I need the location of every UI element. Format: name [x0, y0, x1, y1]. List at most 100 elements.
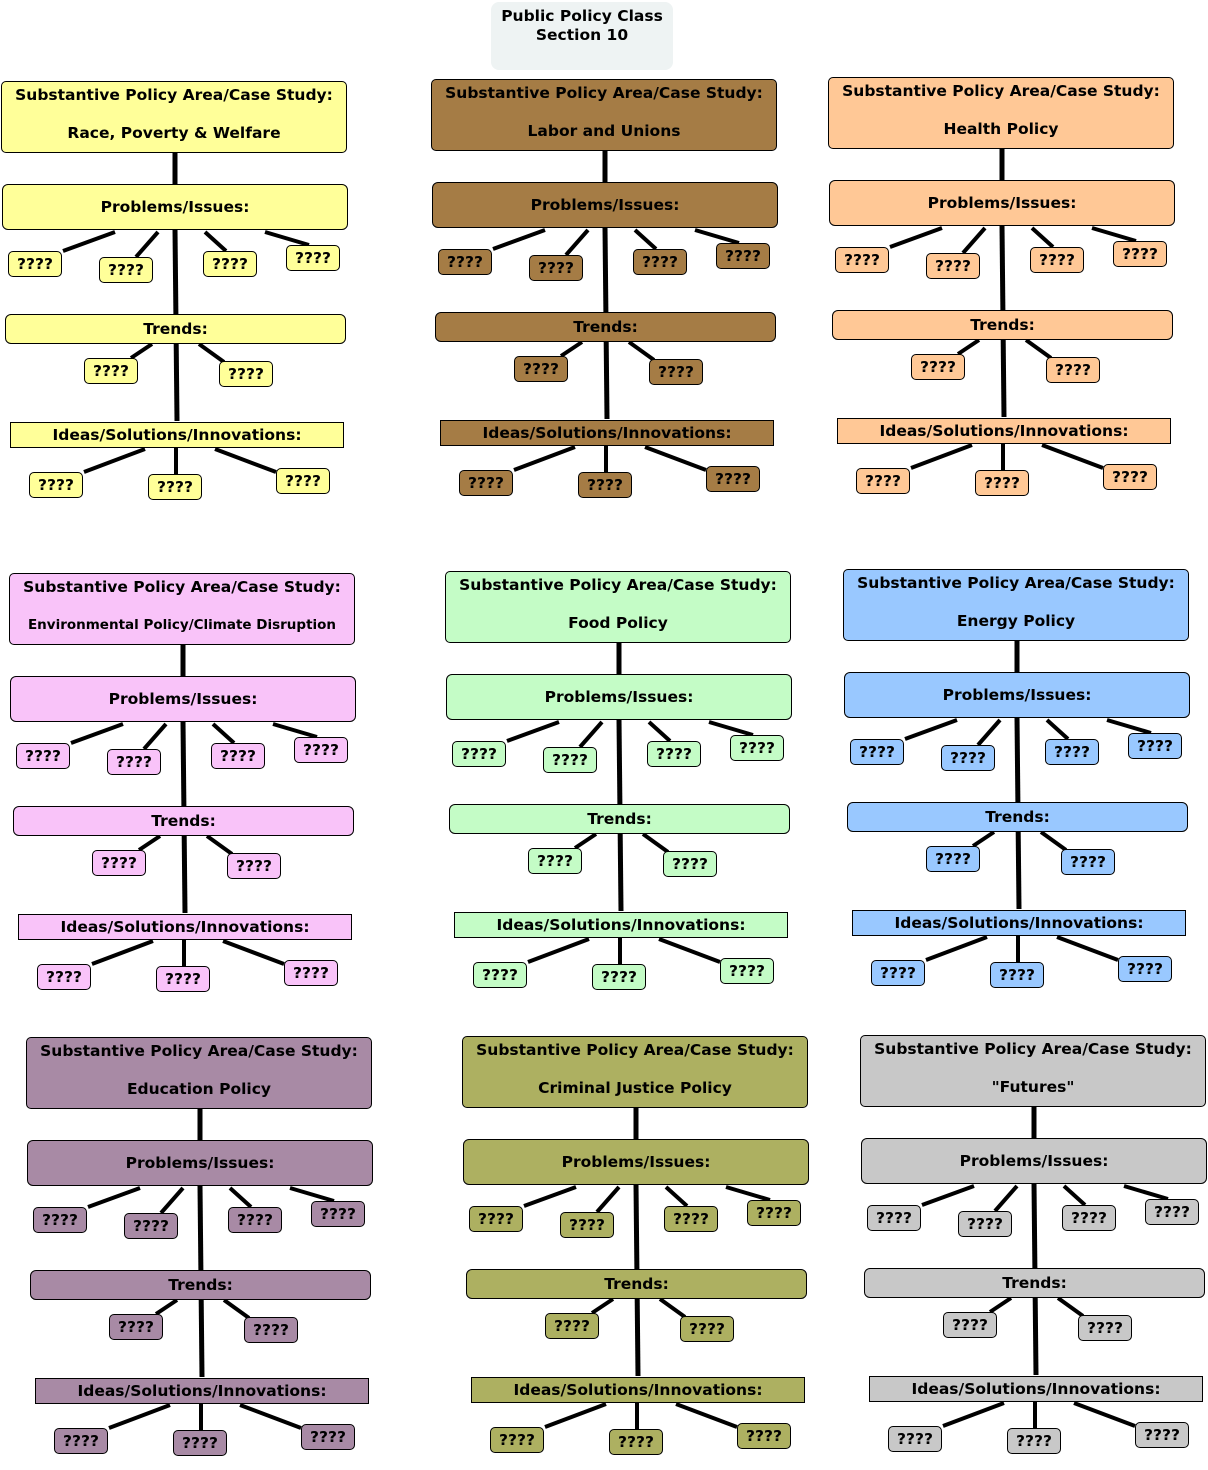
- placeholder-text: ????: [538, 259, 574, 277]
- placeholder-text: ????: [461, 745, 497, 763]
- trends-bar: Trends:: [449, 804, 790, 834]
- connector-trend-item: [627, 340, 656, 362]
- problem-item: ????: [633, 249, 687, 275]
- connector-problem-item: [921, 1184, 975, 1207]
- placeholder-text: ????: [967, 1215, 1003, 1233]
- problem-item: ????: [867, 1205, 921, 1231]
- trend-item: ????: [663, 851, 717, 877]
- connector-problem-item: [708, 720, 754, 737]
- placeholder-text: ????: [880, 964, 916, 982]
- trend-item: ????: [219, 361, 273, 387]
- problem-item: ????: [958, 1211, 1012, 1237]
- connector-idea-item: [544, 1402, 607, 1429]
- connector-problem-item: [70, 722, 124, 745]
- idea-item: ????: [490, 1427, 544, 1453]
- case-study-heading: Substantive Policy Area/Case Study:Labor…: [431, 79, 777, 151]
- placeholder-text: ????: [729, 962, 765, 980]
- placeholder-text: ????: [920, 358, 956, 376]
- connector-problem-item: [523, 1185, 577, 1208]
- ideas-label: Ideas/Solutions/Innovations:: [911, 1380, 1161, 1398]
- placeholder-text: ????: [1144, 1426, 1180, 1444]
- connector-idea-item: [675, 1402, 738, 1429]
- idea-item: ????: [29, 472, 83, 498]
- problem-item: ????: [311, 1201, 365, 1227]
- page-title: Public Policy Class Section 10: [491, 2, 673, 70]
- trends-label: Trends:: [151, 812, 216, 830]
- placeholder-text: ????: [220, 747, 256, 765]
- connector-problem-item: [1091, 226, 1137, 243]
- ideas-label: Ideas/Solutions/Innovations:: [77, 1382, 327, 1400]
- connector-problem-item: [264, 230, 310, 247]
- idea-item: ????: [737, 1423, 791, 1449]
- case-study-name: Labor and Unions: [527, 122, 681, 140]
- placeholder-text: ????: [897, 1430, 933, 1448]
- connector-idea-item: [91, 939, 154, 966]
- placeholder-text: ????: [1071, 1209, 1107, 1227]
- trends-bar: Trends:: [864, 1268, 1205, 1298]
- trends-bar: Trends:: [832, 310, 1173, 340]
- problems-label: Problems/Issues:: [927, 194, 1077, 212]
- placeholder-text: ????: [569, 1216, 605, 1234]
- ideas-solutions-bar: Ideas/Solutions/Innovations:: [837, 418, 1171, 444]
- case-study-name: Health Policy: [943, 120, 1059, 138]
- problem-item: ????: [452, 741, 506, 767]
- idea-item: ????: [975, 470, 1029, 496]
- ideas-solutions-bar: Ideas/Solutions/Innovations:: [869, 1376, 1203, 1402]
- problem-item: ????: [647, 741, 701, 767]
- trends-label: Trends:: [604, 1275, 669, 1293]
- problem-item: ????: [850, 739, 904, 765]
- problems-label: Problems/Issues:: [544, 688, 694, 706]
- placeholder-text: ????: [46, 968, 82, 986]
- ideas-solutions-bar: Ideas/Solutions/Innovations:: [18, 914, 352, 940]
- trends-label: Trends:: [168, 1276, 233, 1294]
- trends-bar: Trends:: [5, 314, 346, 344]
- problem-item: ????: [1030, 247, 1084, 273]
- placeholder-text: ????: [447, 253, 483, 271]
- problem-item: ????: [926, 253, 980, 279]
- connector-idea-item: [910, 443, 973, 470]
- trends-bar: Trends:: [847, 802, 1188, 832]
- connector-trend-item: [971, 830, 996, 848]
- connector-idea-item: [108, 1403, 171, 1430]
- placeholder-text: ????: [554, 1317, 590, 1335]
- trend-item: ????: [92, 850, 146, 876]
- connector-problem-item: [228, 1186, 253, 1209]
- connector-problem-item: [578, 720, 604, 749]
- problems-label: Problems/Issues:: [959, 1152, 1109, 1170]
- connector-trend-item: [1024, 338, 1053, 360]
- heading-label: Substantive Policy Area/Case Study:: [459, 576, 777, 594]
- idea-item: ????: [284, 960, 338, 986]
- ideas-solutions-bar: Ideas/Solutions/Innovations:: [471, 1377, 805, 1403]
- placeholder-text: ????: [1016, 1432, 1052, 1450]
- problem-item: ????: [107, 749, 161, 775]
- placeholder-text: ????: [952, 1316, 988, 1334]
- connector-problem-item: [993, 1184, 1019, 1213]
- problem-item: ????: [33, 1207, 87, 1233]
- placeholder-text: ????: [552, 751, 588, 769]
- connector-problem-item: [492, 228, 546, 251]
- placeholder-text: ????: [746, 1427, 782, 1445]
- placeholder-text: ????: [303, 741, 339, 759]
- problem-item: ????: [124, 1213, 178, 1239]
- placeholder-text: ????: [587, 476, 623, 494]
- problem-item: ????: [286, 245, 340, 271]
- idea-item: ????: [37, 964, 91, 990]
- idea-item: ????: [720, 958, 774, 984]
- connector-problem-item: [203, 230, 228, 253]
- case-study-heading: Substantive Policy Area/Case Study:Educa…: [26, 1037, 372, 1109]
- connector-idea-item: [527, 937, 590, 964]
- connector-problem-item: [159, 1186, 185, 1215]
- placeholder-text: ????: [482, 966, 518, 984]
- placeholder-text: ????: [38, 476, 74, 494]
- case-study-heading: Substantive Policy Area/Case Study:"Futu…: [860, 1035, 1206, 1107]
- heading-label: Substantive Policy Area/Case Study:: [15, 86, 333, 104]
- problem-item: ????: [664, 1206, 718, 1232]
- placeholder-text: ????: [228, 365, 264, 383]
- placeholder-text: ????: [642, 253, 678, 271]
- problem-item: ????: [1045, 739, 1099, 765]
- trends-label: Trends:: [143, 320, 208, 338]
- idea-item: ????: [592, 964, 646, 990]
- case-study-heading: Substantive Policy Area/Case Study:Envir…: [9, 573, 355, 645]
- ideas-label: Ideas/Solutions/Innovations:: [894, 914, 1144, 932]
- connector-problem-item: [1123, 1184, 1169, 1201]
